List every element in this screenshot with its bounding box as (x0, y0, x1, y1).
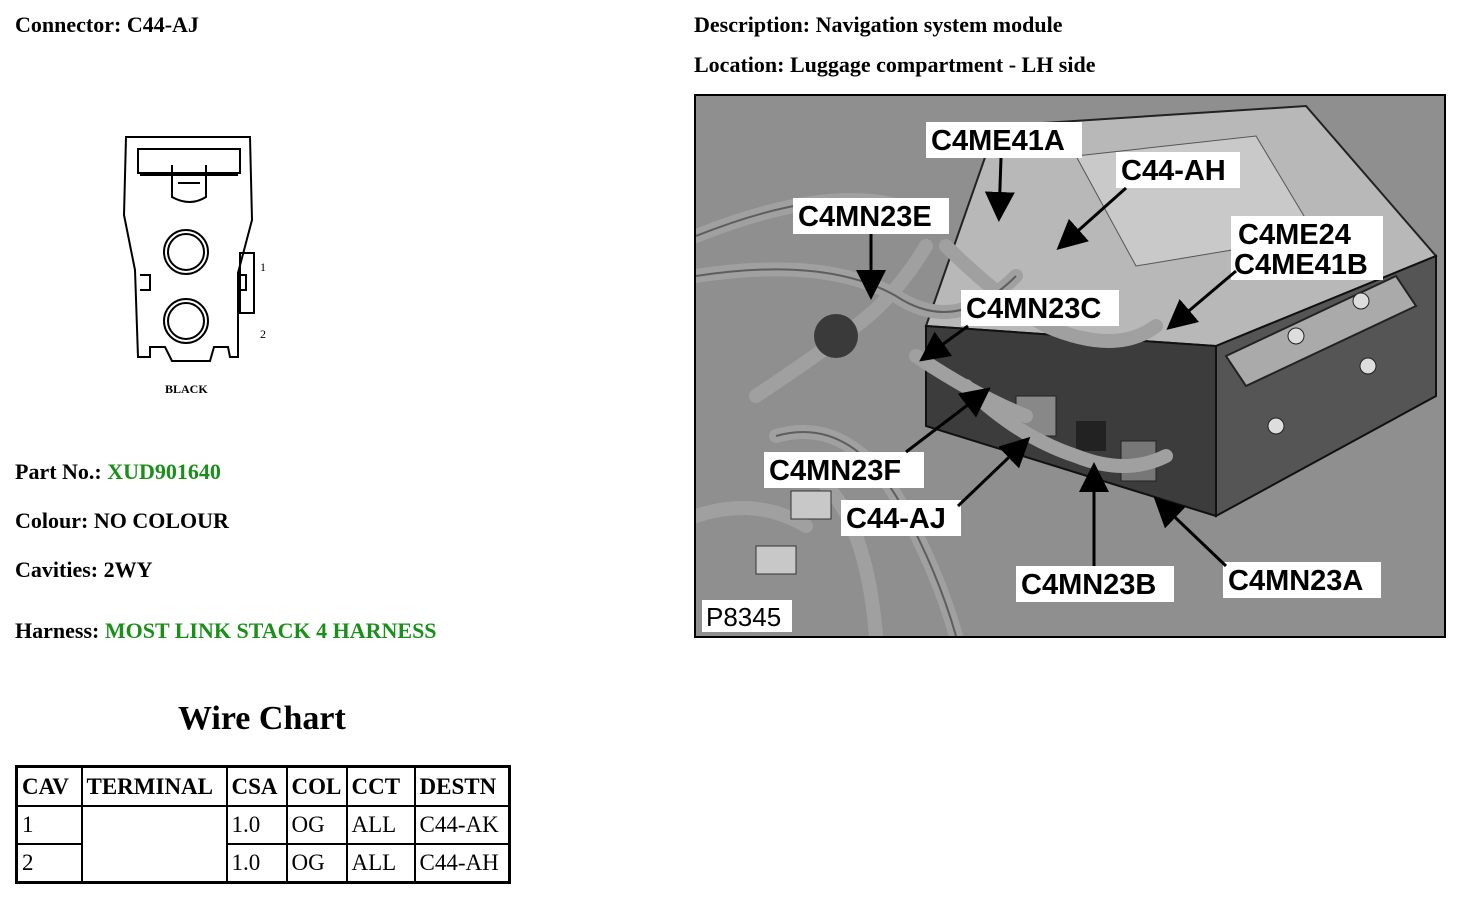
description-value: Navigation system module (815, 12, 1063, 37)
svg-text:P8345: P8345 (706, 602, 781, 632)
connector-heading: Connector: C44-AJ (15, 12, 199, 38)
part-number-line: Part No.: XUD901640 (15, 459, 221, 485)
description-line: Description: Navigation system module (694, 12, 1062, 38)
location-photo: C4ME41A C44-AH C4MN23E C4ME24 C4ME41B C4… (694, 94, 1446, 638)
callout-c4me41b: C4ME41B (1234, 249, 1368, 281)
harness-link[interactable]: MOST LINK STACK 4 HARNESS (104, 618, 437, 643)
connector-face-diagram: 1 2 BLACK (110, 125, 290, 405)
callout-c4me24: C4ME24 C4ME41B (1166, 216, 1383, 330)
callout-c4mn23f: C4MN23F (764, 387, 991, 488)
svg-text:C4MN23C: C4MN23C (966, 293, 1101, 325)
callout-c44aj: C44-AJ (841, 436, 1031, 536)
svg-text:C4MN23A: C4MN23A (1228, 565, 1363, 597)
part-number-link[interactable]: XUD901640 (107, 459, 221, 484)
pin1-label: 1 (260, 260, 266, 274)
housing-colour-label: BLACK (165, 382, 208, 396)
col-header-col: COL (285, 765, 348, 807)
location-label: Location: (694, 52, 785, 77)
col-header-cct: CCT (345, 765, 416, 807)
callout-c4mn23a: C4MN23A (1153, 496, 1381, 598)
wire-chart: CAV TERMINAL CSA COL CCT DESTN 1 1.0 OG … (15, 765, 511, 884)
location-line: Location: Luggage compartment - LH side (694, 52, 1095, 78)
svg-text:C4MN23F: C4MN23F (769, 455, 901, 487)
table-row: 2 1.0 OG ALL C44-AH (15, 843, 511, 884)
cell-cct: ALL (345, 843, 416, 884)
svg-text:C4ME24: C4ME24 (1238, 219, 1351, 251)
cell-cct: ALL (345, 805, 416, 845)
callout-c4mn23c: C4MN23C (919, 290, 1119, 362)
svg-text:C4MN23E: C4MN23E (798, 201, 932, 233)
col-header-destn: DESTN (413, 765, 511, 807)
callout-c44ah: C44-AH (1056, 152, 1240, 250)
cell-cav: 2 (15, 843, 83, 884)
cell-terminal (80, 805, 228, 884)
harness-line: Harness: MOST LINK STACK 4 HARNESS (15, 618, 437, 644)
cell-col: OG (285, 843, 348, 884)
cell-csa: 1.0 (225, 805, 288, 845)
cavities-value: 2WY (103, 557, 153, 582)
cell-col: OG (285, 805, 348, 845)
callout-c4me41a: C4ME41A (926, 122, 1082, 222)
wire-chart-table: CAV TERMINAL CSA COL CCT DESTN 1 1.0 OG … (15, 765, 511, 884)
callout-c4mn23b: C4MN23B (1016, 462, 1174, 602)
cell-destn: C44-AK (413, 805, 511, 845)
colour-line: Colour: NO COLOUR (15, 508, 229, 534)
cell-csa: 1.0 (225, 843, 288, 884)
wire-chart-title: Wire Chart (178, 700, 346, 737)
callout-c4mn23e: C4MN23E (793, 198, 949, 300)
svg-text:C44-AJ: C44-AJ (846, 503, 946, 535)
pin2-label: 2 (260, 327, 266, 341)
col-header-cav: CAV (15, 765, 83, 807)
part-number-label: Part No.: (15, 459, 102, 484)
connector-value: C44-AJ (126, 12, 199, 37)
svg-text:C4ME41A: C4ME41A (931, 125, 1065, 157)
col-header-csa: CSA (225, 765, 288, 807)
table-row: 1 1.0 OG ALL C44-AK (15, 805, 511, 884)
connector-label: Connector: (15, 12, 122, 37)
connector-drawing: 1 2 BLACK (122, 136, 266, 396)
location-value: Luggage compartment - LH side (789, 52, 1096, 77)
cell-destn: C44-AH (413, 843, 511, 884)
svg-text:C4MN23B: C4MN23B (1021, 569, 1156, 601)
harness-label: Harness: (15, 618, 100, 643)
description-label: Description: (694, 12, 811, 37)
photo-id-label: P8345 (702, 600, 792, 632)
col-header-terminal: TERMINAL (80, 765, 228, 807)
cell-cav: 1 (15, 805, 83, 845)
colour-value: NO COLOUR (93, 508, 229, 533)
cavities-label: Cavities: (15, 557, 99, 582)
svg-text:C44-AH: C44-AH (1121, 155, 1226, 187)
cavities-line: Cavities: 2WY (15, 557, 152, 583)
colour-label: Colour: (15, 508, 89, 533)
location-illustration: C4ME41A C44-AH C4MN23E C4ME24 C4ME41B C4… (696, 96, 1444, 636)
wire-chart-header-row: CAV TERMINAL CSA COL CCT DESTN (15, 765, 511, 807)
